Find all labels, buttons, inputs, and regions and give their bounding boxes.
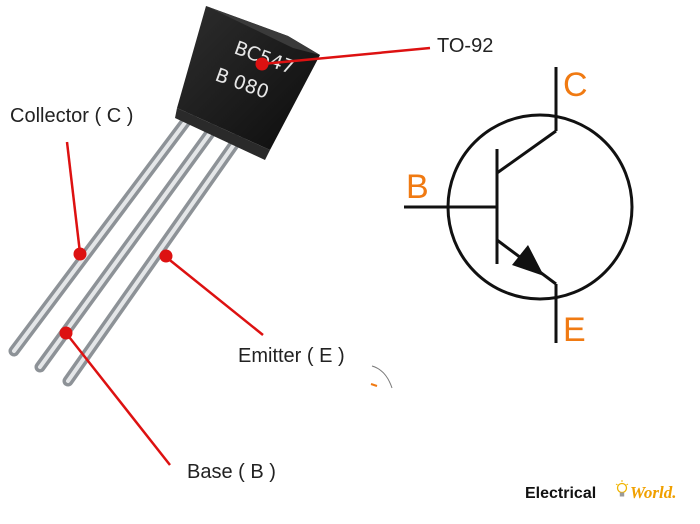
collector-callout-line (65, 141, 82, 254)
brand-text-electrical: Electrical (525, 485, 596, 502)
transistor-body: BC547 B 080 (175, 6, 320, 160)
brand-logo: Electrical World. (525, 480, 676, 502)
base-label: Base ( B ) (187, 461, 276, 483)
symbol-base-letter: B (406, 168, 429, 206)
emitter-label: Emitter ( E ) (238, 345, 345, 367)
npn-transistor-symbol (404, 67, 634, 343)
lightbulb-icon (615, 480, 629, 497)
base-callout-line (65, 332, 171, 466)
emitter-callout-dot (159, 249, 173, 263)
emitter-callout-line (165, 256, 264, 336)
transistor-leads (8, 106, 253, 387)
collector-callout-dot (73, 247, 87, 261)
symbol-collector-letter: C (563, 66, 588, 104)
package-callout-line (261, 46, 431, 66)
collector-diagonal (496, 129, 557, 175)
collector-label: Collector ( C ) (10, 105, 133, 127)
stray-mark-orange (370, 383, 378, 387)
emitter-arrow-icon (512, 245, 544, 276)
brand-text-world: World. (630, 483, 676, 502)
package-label: TO-92 (437, 35, 493, 57)
callouts (65, 46, 431, 466)
stray-mark (371, 365, 393, 389)
callout-dots (59, 57, 269, 340)
package-callout-dot (255, 57, 269, 71)
symbol-emitter-letter: E (563, 311, 586, 349)
base-callout-dot (59, 326, 73, 340)
